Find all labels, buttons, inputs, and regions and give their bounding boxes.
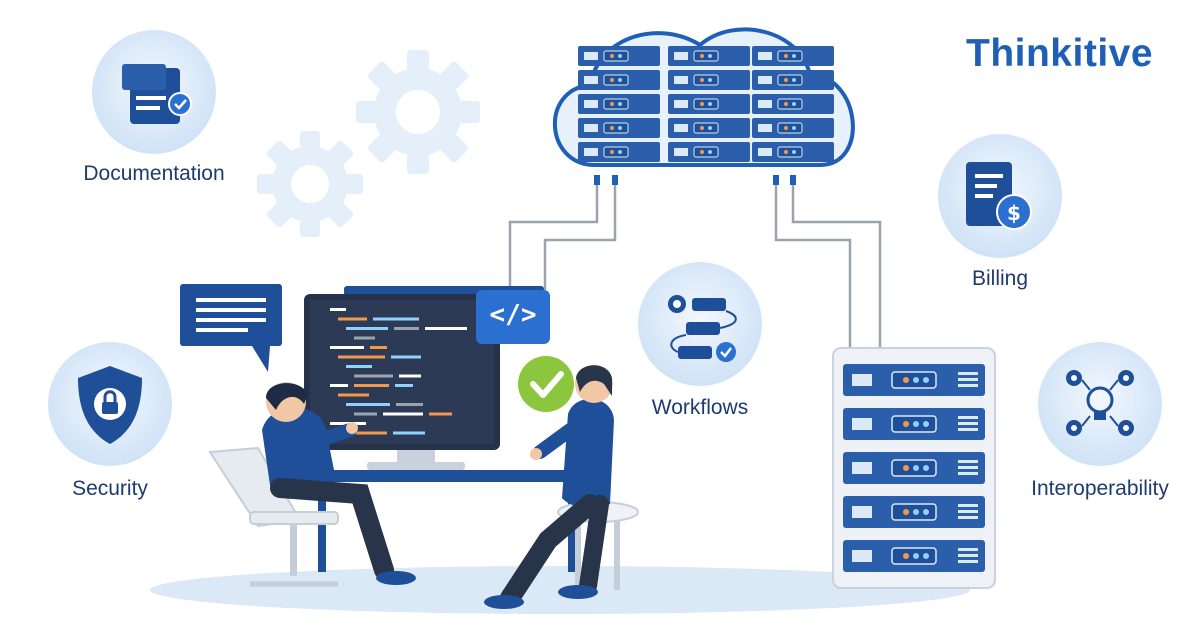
cloud-server-icon (553, 27, 855, 185)
interoperability-icon-circle (1038, 342, 1162, 466)
chat-bubble-icon (180, 284, 282, 372)
svg-text:$: $ (1007, 201, 1021, 225)
documentation-label: Documentation (83, 162, 225, 185)
code-badge-text: </> (489, 300, 537, 330)
billing-label: Billing (971, 267, 1029, 290)
monitor-code-icon (304, 286, 544, 470)
workflows-label: Workflows (651, 396, 749, 419)
invoice-dollar-icon: $ (966, 162, 1032, 230)
lightbulb-gears-icon (1066, 370, 1134, 436)
workflow-icon (668, 295, 737, 362)
document-icon (122, 64, 192, 124)
gear-icon (257, 131, 363, 237)
interoperability-label: Interoperability (1031, 477, 1169, 500)
code-badge (476, 290, 550, 344)
developer-person-left (262, 382, 416, 585)
shield-lock-icon (78, 366, 142, 444)
gear-icon (356, 50, 480, 174)
developer-person-right (484, 365, 639, 609)
network-cables (508, 185, 882, 350)
office-chair (208, 446, 339, 587)
workflows-icon-circle (638, 262, 762, 386)
billing-icon-circle: $ (938, 134, 1062, 258)
server-rack-icon (832, 347, 996, 589)
security-icon-circle (48, 342, 172, 466)
checkmark-badge-icon (518, 356, 574, 412)
documentation-icon-circle (92, 30, 216, 154)
security-label: Security (72, 477, 148, 500)
brand-logo: Thinkitive (966, 32, 1154, 75)
